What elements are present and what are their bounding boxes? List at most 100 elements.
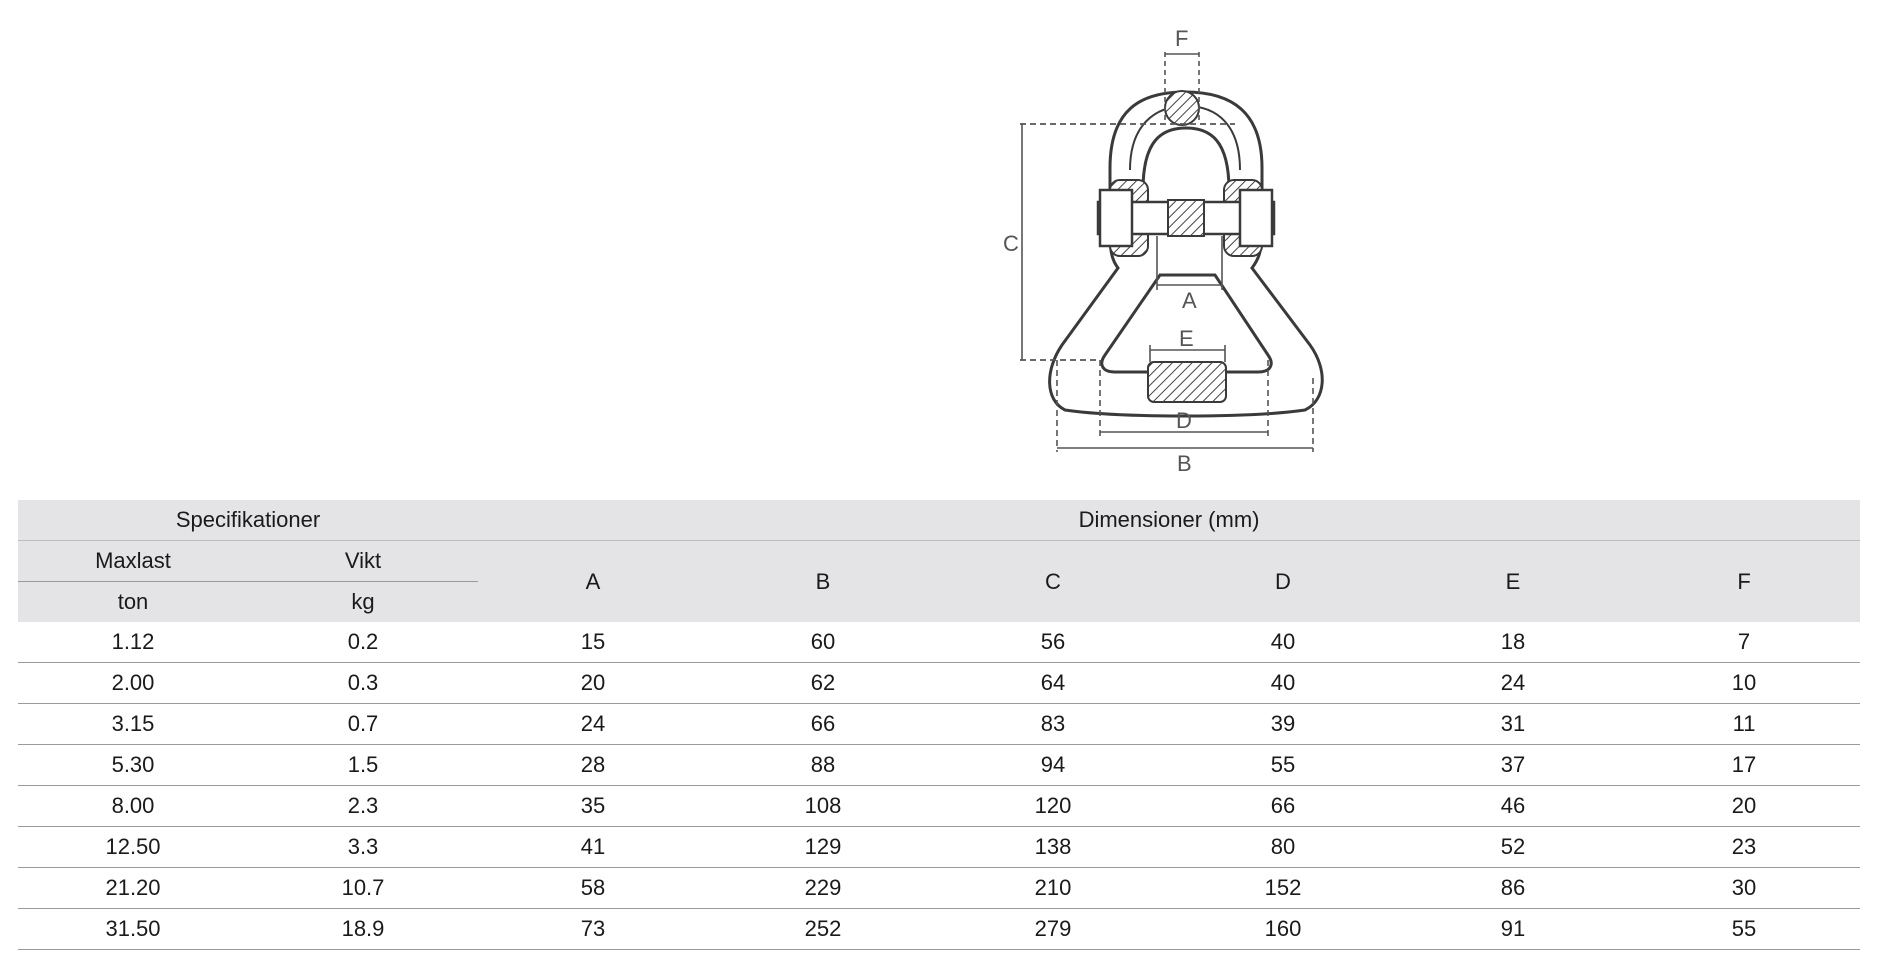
cell-f: 17	[1628, 744, 1861, 786]
cell-e: 24	[1398, 662, 1628, 704]
col-header-maxlast: Maxlast	[18, 540, 248, 582]
cell-a: 35	[478, 785, 708, 827]
cell-d: 152	[1168, 867, 1398, 909]
unit-header-kg: kg	[248, 581, 478, 622]
cell-b: 252	[708, 908, 938, 950]
dimension-b	[1056, 360, 1314, 452]
cell-b: 60	[708, 622, 938, 663]
cell-a: 41	[478, 826, 708, 868]
cell-maxlast: 1.12	[18, 622, 248, 663]
table-column-header-row: Maxlast Vikt A B C D E F	[18, 540, 1861, 622]
cell-c: 210	[938, 867, 1168, 909]
bolt-nut	[1238, 188, 1274, 248]
cell-e: 91	[1398, 908, 1628, 950]
dim-label-d: D	[1176, 408, 1192, 433]
cell-a: 58	[478, 867, 708, 909]
cell-vikt: 0.7	[248, 703, 478, 745]
dim-label-e: E	[1179, 326, 1194, 351]
cell-vikt: 0.2	[248, 622, 478, 663]
cell-b: 108	[708, 785, 938, 827]
cell-c: 83	[938, 703, 1168, 745]
col-header-a: A	[478, 540, 708, 622]
cell-a: 73	[478, 908, 708, 950]
cell-c: 138	[938, 826, 1168, 868]
cell-vikt: 3.3	[248, 826, 478, 868]
cell-maxlast: 5.30	[18, 744, 248, 786]
cell-maxlast: 21.20	[18, 867, 248, 909]
coupling-link-svg: C F A E D	[1003, 26, 1324, 476]
bottom-section	[1147, 361, 1227, 403]
group-header-specs: Specifikationer	[175, 507, 321, 532]
cell-maxlast: 31.50	[18, 908, 248, 950]
unit-header-ton: ton	[18, 581, 248, 622]
cell-d: 40	[1168, 662, 1398, 704]
cell-e: 37	[1398, 744, 1628, 786]
coupling-link-drawing: C F A E D	[1003, 26, 1324, 476]
dim-label-f: F	[1175, 26, 1188, 51]
cell-d: 160	[1168, 908, 1398, 950]
cell-b: 88	[708, 744, 938, 786]
dimension-f	[1164, 52, 1200, 120]
cell-e: 52	[1398, 826, 1628, 868]
cell-a: 24	[478, 703, 708, 745]
cell-f: 30	[1628, 867, 1861, 909]
cell-e: 86	[1398, 867, 1628, 909]
cell-d: 80	[1168, 826, 1398, 868]
cell-vikt: 0.3	[248, 662, 478, 704]
cell-b: 62	[708, 662, 938, 704]
cell-b: 129	[708, 826, 938, 868]
dim-label-c: C	[1003, 231, 1019, 256]
cell-c: 64	[938, 662, 1168, 704]
bolt-head	[1098, 188, 1134, 248]
dimension-c	[1020, 123, 1235, 361]
dim-label-a: A	[1182, 288, 1197, 313]
cell-maxlast: 2.00	[18, 662, 248, 704]
cell-vikt: 2.3	[248, 785, 478, 827]
cell-vikt: 10.7	[248, 867, 478, 909]
col-header-e: E	[1398, 540, 1628, 622]
cell-f: 23	[1628, 826, 1861, 868]
specification-table: Specifikationer Dimensioner (mm) Maxlast…	[18, 500, 1861, 950]
link-outer-body	[1048, 90, 1324, 418]
cell-f: 55	[1628, 908, 1861, 950]
cell-f: 10	[1628, 662, 1861, 704]
cell-maxlast: 8.00	[18, 785, 248, 827]
cell-e: 31	[1398, 703, 1628, 745]
cell-a: 20	[478, 662, 708, 704]
col-header-b: B	[708, 540, 938, 622]
cell-d: 55	[1168, 744, 1398, 786]
cell-vikt: 1.5	[248, 744, 478, 786]
cell-a: 15	[478, 622, 708, 663]
cell-c: 120	[938, 785, 1168, 827]
dimension-d	[1099, 360, 1269, 436]
cell-e: 46	[1398, 785, 1628, 827]
group-header-dimensions: Dimensioner (mm)	[1078, 507, 1260, 532]
link-inner-top	[1141, 126, 1231, 191]
col-header-vikt: Vikt	[248, 540, 478, 582]
cell-vikt: 18.9	[248, 908, 478, 950]
cell-d: 39	[1168, 703, 1398, 745]
cell-c: 94	[938, 744, 1168, 786]
col-header-f: F	[1628, 540, 1861, 622]
cell-maxlast: 3.15	[18, 703, 248, 745]
cell-f: 7	[1628, 622, 1861, 663]
link-inner-lower	[1100, 273, 1273, 374]
cell-a: 28	[478, 744, 708, 786]
cell-e: 18	[1398, 622, 1628, 663]
table-group-header-row: Specifikationer Dimensioner (mm)	[18, 500, 1861, 541]
bolt-thread	[1167, 199, 1205, 237]
dimension-e	[1149, 345, 1226, 362]
cell-d: 66	[1168, 785, 1398, 827]
cell-b: 229	[708, 867, 938, 909]
cell-f: 20	[1628, 785, 1861, 827]
dim-label-b: B	[1177, 451, 1192, 476]
